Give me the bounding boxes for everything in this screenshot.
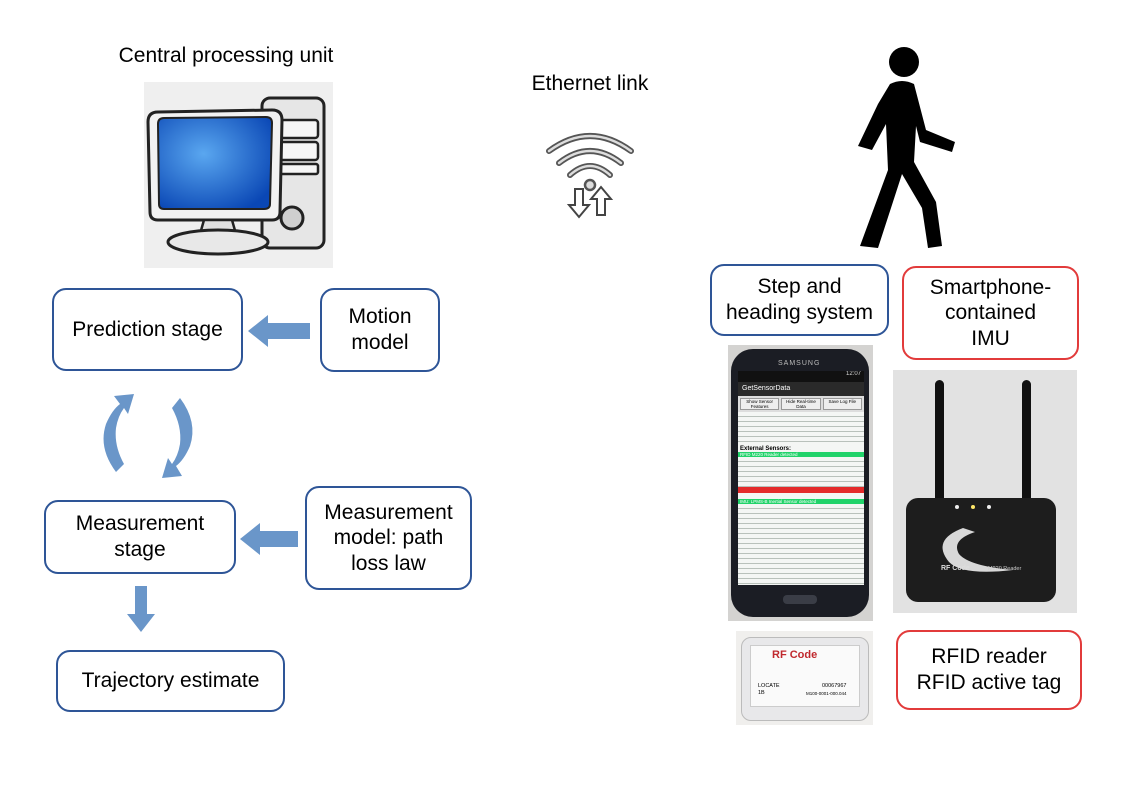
arrow-model-to-measurement: [240, 523, 298, 555]
arrow-down-to-trajectory: [127, 586, 155, 632]
reader-model: M220 Reader: [988, 566, 1022, 572]
step-heading-label: Step and heading system: [725, 275, 874, 324]
prediction-stage-label: Prediction stage: [72, 317, 223, 341]
tag-line-2: 1B: [758, 690, 765, 696]
rfid-reader-image: RF Code M220 Reader: [893, 370, 1077, 613]
reader-brand: RF Code: [941, 565, 970, 572]
tag-id: M100-0001-000.044: [806, 691, 847, 696]
phone-external-header: External Sensors:: [740, 446, 792, 452]
measurement-model-box: Measurement model: path loss law: [305, 486, 472, 590]
computer-icon: [144, 82, 333, 268]
trajectory-estimate-label: Trajectory estimate: [81, 669, 260, 693]
cpu-title: Central processing unit: [118, 44, 334, 67]
cycle-arrows-icon: [103, 394, 193, 478]
rfid-tag-image: RF Code LOCATE 1B 00067967 M100-0001-000…: [736, 631, 873, 725]
arrow-motion-to-prediction: [248, 315, 310, 347]
wireless-icon: [543, 127, 637, 222]
motion-model-label: Motion model: [348, 305, 412, 354]
rfid-label: RFID reader RFID active tag: [916, 645, 1062, 694]
walking-person-icon: [850, 42, 965, 252]
prediction-stage-box: Prediction stage: [52, 288, 243, 371]
measurement-stage-label: Measurement stage: [75, 512, 205, 561]
imu-box: Smartphone- contained IMU: [902, 266, 1079, 360]
phone-app-title: GetSensorData: [738, 382, 864, 396]
motion-model-box: Motion model: [320, 288, 440, 372]
imu-label: Smartphone- contained IMU: [929, 275, 1052, 350]
phone-green-bar-1: RFID M220 Reader detected: [738, 452, 864, 457]
phone-brand: SAMSUNG: [778, 360, 821, 367]
phone-btn-features[interactable]: Show Sensor Features: [740, 398, 780, 410]
measurement-stage-box: Measurement stage: [44, 500, 236, 574]
tag-serial: 00067967: [822, 683, 847, 689]
phone-btn-hide[interactable]: Hide Real-time Data: [781, 398, 821, 410]
rfid-box: RFID reader RFID active tag: [896, 630, 1082, 710]
tag-brand: RF Code: [772, 649, 818, 661]
phone-screen: 12:07 GetSensorData Show Sensor Features…: [738, 371, 864, 585]
phone-status-time: 12:07: [738, 371, 864, 382]
phone-btn-save[interactable]: Save Log File: [822, 398, 862, 410]
smartphone-image: SAMSUNG 12:07 GetSensorData Show Sensor …: [728, 345, 873, 621]
phone-green-bar-2: IMU: LPMS-B Inertial Sensor detected: [738, 499, 864, 504]
step-heading-box: Step and heading system: [710, 264, 889, 336]
trajectory-estimate-box: Trajectory estimate: [56, 650, 285, 712]
measurement-model-label: Measurement model: path loss law: [324, 500, 453, 575]
tag-line-1: LOCATE: [758, 683, 780, 689]
ethernet-title: Ethernet link: [531, 72, 649, 95]
